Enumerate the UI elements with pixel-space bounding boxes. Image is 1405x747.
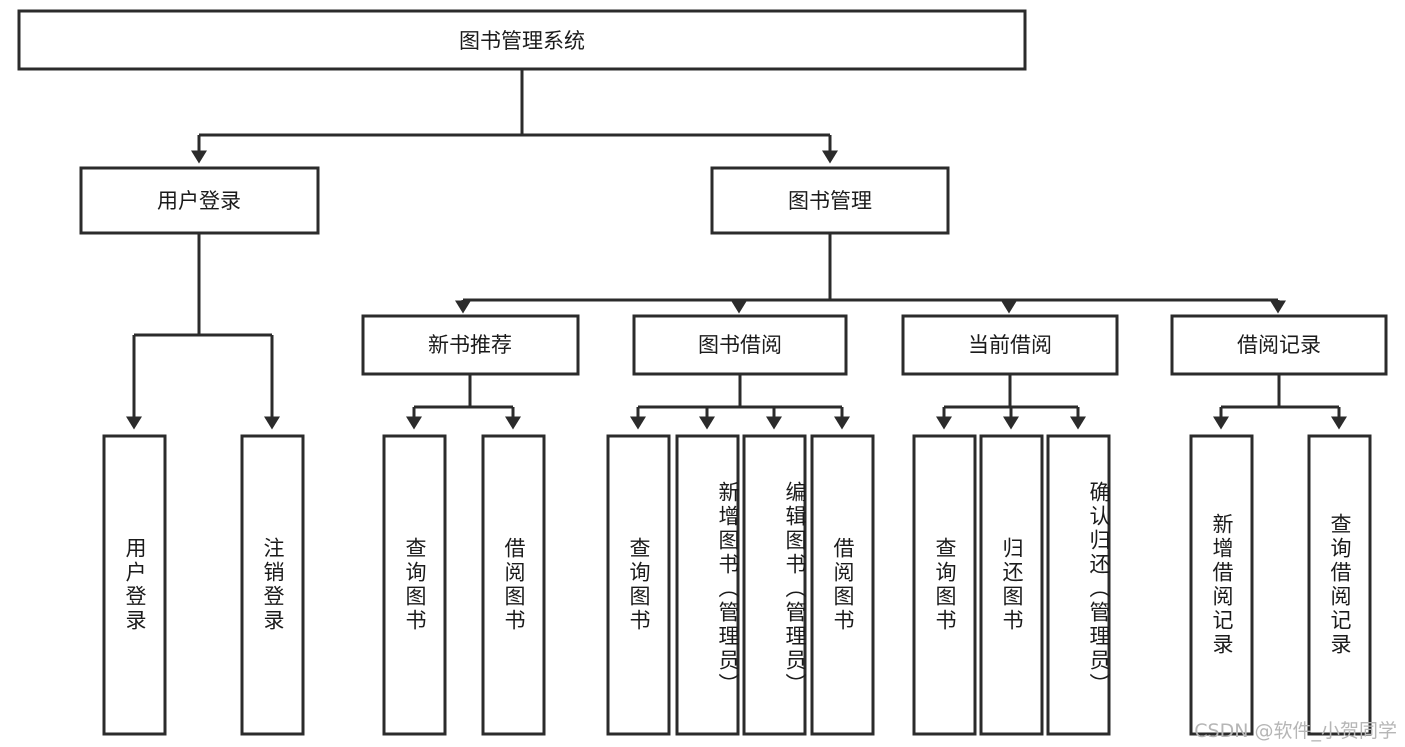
node-user-login-label: 用户登录	[157, 189, 241, 213]
node-user-login[interactable]: 用户登录	[79, 166, 320, 235]
leaf-user-login-1[interactable]	[240, 434, 305, 736]
watermark-text: CSDN @软件_小贺同学	[1194, 720, 1397, 742]
leaf-user-login-0[interactable]	[102, 434, 167, 736]
leaf-new-book-recommend-0[interactable]	[382, 434, 447, 736]
node-borrow-record-label: 借阅记录	[1237, 333, 1321, 357]
node-book-management[interactable]: 图书管理	[710, 166, 950, 235]
node-book-management-label: 图书管理	[788, 189, 872, 213]
connector-bookmgmt-to-level3	[455, 233, 1286, 314]
node-book-borrow[interactable]: 图书借阅	[632, 314, 848, 376]
connector-bookborrow-to-children	[630, 374, 850, 430]
node-new-book-recommend[interactable]: 新书推荐	[361, 314, 580, 376]
leaf-new-book-recommend-1[interactable]	[481, 434, 546, 736]
connector-newbook-to-children	[406, 374, 521, 430]
leaf-book-borrow-3[interactable]	[810, 434, 875, 736]
node-root-label: 图书管理系统	[459, 29, 585, 53]
node-borrow-record[interactable]: 借阅记录	[1170, 314, 1388, 376]
connector-borrowrecord-to-children	[1213, 374, 1347, 430]
node-root[interactable]: 图书管理系统	[17, 9, 1027, 71]
node-new-book-recommend-label: 新书推荐	[428, 333, 512, 357]
node-current-borrow-label: 当前借阅	[968, 333, 1052, 357]
leaf-book-borrow-1[interactable]	[675, 434, 740, 736]
leaf-current-borrow-1[interactable]	[979, 434, 1044, 736]
leaf-book-borrow-0[interactable]	[606, 434, 671, 736]
node-book-borrow-label: 图书借阅	[698, 333, 782, 357]
leaf-current-borrow-0[interactable]	[912, 434, 977, 736]
leaf-borrow-record-1[interactable]	[1307, 434, 1372, 736]
connector-userlogin-to-children	[126, 233, 280, 430]
leaf-current-borrow-2[interactable]	[1046, 434, 1111, 736]
connector-currentborrow-to-children	[936, 374, 1086, 430]
node-current-borrow[interactable]: 当前借阅	[901, 314, 1119, 376]
leaf-book-borrow-2[interactable]	[742, 434, 807, 736]
leaf-borrow-record-0[interactable]	[1189, 434, 1254, 736]
connector-root-to-level2	[191, 70, 838, 164]
